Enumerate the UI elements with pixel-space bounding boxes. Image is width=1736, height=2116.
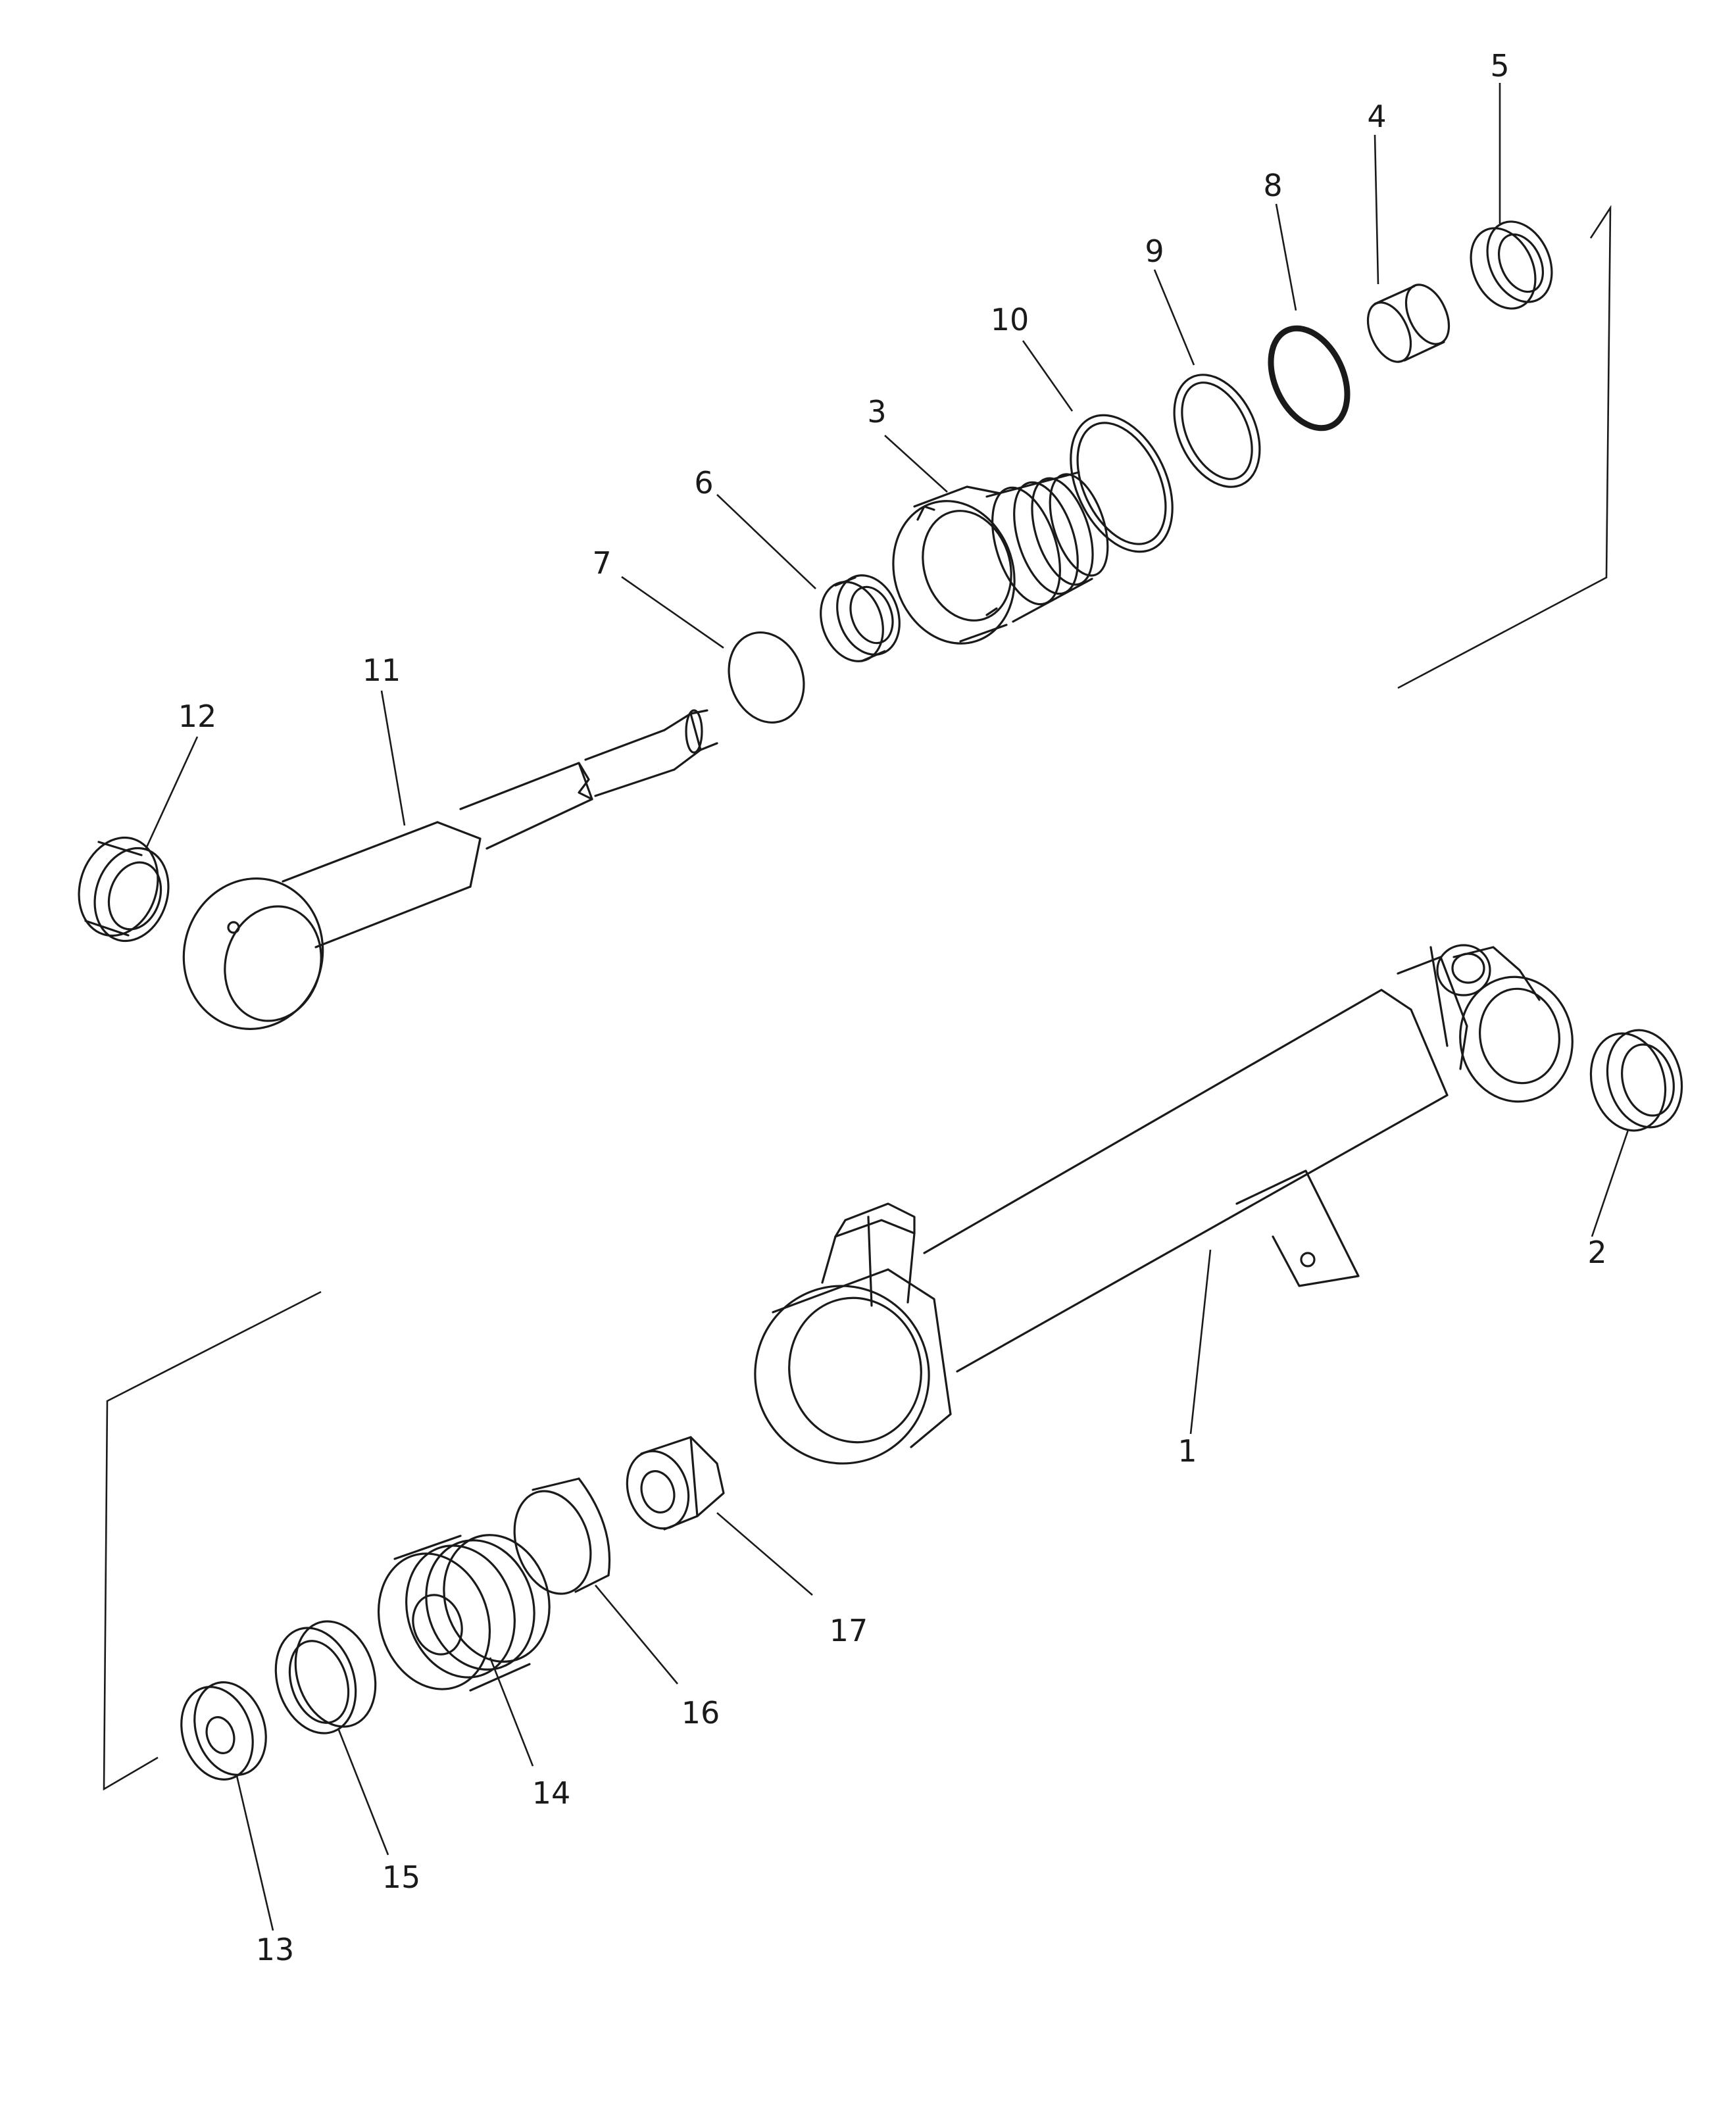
leader-3	[884, 435, 948, 493]
leader-12	[145, 736, 199, 849]
callout-4: 4	[1367, 99, 1386, 134]
leader-2	[1591, 1129, 1629, 1237]
leader-16	[595, 1585, 678, 1685]
callout-3: 3	[867, 394, 886, 430]
leader-11	[380, 690, 406, 826]
part-2-bushing	[1589, 1029, 1683, 1132]
callout-13: 13	[256, 1932, 295, 1967]
callout-labels: 1 2 3 4 5 6 7 8 9 10 11 12 13 14 15 16 1…	[178, 48, 1607, 1967]
callout-8: 8	[1263, 168, 1282, 203]
leader-6	[716, 494, 816, 589]
callout-15: 15	[382, 1859, 421, 1895]
part-16-bushing	[513, 1477, 611, 1595]
leader-4	[1374, 134, 1379, 285]
leader-13	[236, 1775, 274, 1931]
part-4-bushing	[1366, 283, 1451, 363]
part-3-cylinder-head	[892, 471, 1109, 645]
callout-2: 2	[1587, 1235, 1606, 1270]
leader-8	[1275, 203, 1297, 311]
leader-lines	[145, 83, 1629, 1931]
part-11-piston-rod	[182, 709, 718, 1030]
callout-16: 16	[682, 1695, 720, 1731]
callout-11: 11	[362, 652, 401, 688]
part-1-cylinder-tube	[754, 944, 1574, 1465]
part-7-snap-ring	[728, 631, 805, 724]
part-14-piston	[377, 1534, 551, 1692]
part-6-seal	[820, 574, 901, 662]
callout-7: 7	[592, 545, 611, 581]
leader-10	[1022, 340, 1074, 412]
part-8-o-ring	[1268, 325, 1351, 431]
part-9-ring	[1173, 374, 1261, 488]
part-15-ring	[274, 1620, 377, 1735]
part-12-bushing	[78, 836, 170, 943]
callout-14: 14	[532, 1775, 571, 1811]
callout-17: 17	[830, 1613, 868, 1648]
callout-9: 9	[1145, 234, 1164, 269]
part-10-backup-ring	[1070, 414, 1174, 553]
assembly-bracket-lower	[103, 1291, 322, 1791]
part-17-nut	[626, 1436, 725, 1531]
assembly-bracket-upper	[1397, 205, 1612, 689]
callout-12: 12	[178, 699, 217, 734]
leader-9	[1153, 269, 1195, 366]
leader-7	[621, 576, 724, 649]
leader-1	[1189, 1249, 1212, 1435]
part-5-dust-seal	[1470, 220, 1553, 310]
part-13-washer	[180, 1681, 267, 1781]
callout-1: 1	[1178, 1433, 1197, 1469]
callout-6: 6	[694, 465, 713, 501]
leader-15	[337, 1729, 389, 1856]
callout-10: 10	[991, 302, 1029, 337]
leader-14	[489, 1657, 534, 1767]
callout-5: 5	[1490, 48, 1509, 84]
leader-17	[716, 1512, 813, 1596]
